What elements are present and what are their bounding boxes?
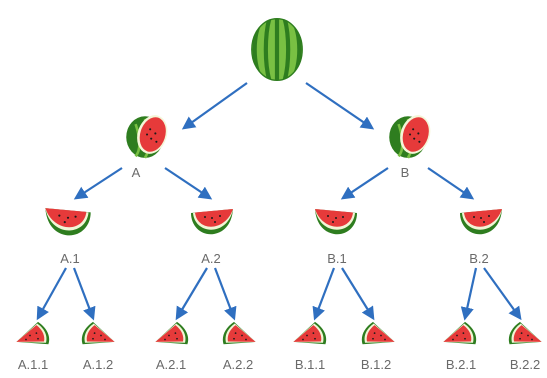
arrow-B.1-to-B.1.2	[341, 267, 375, 321]
arrow-B-to-B.2	[427, 167, 475, 200]
arrow-B.2-to-B.2.2	[483, 267, 522, 321]
node-label-B.1.1: B.1.1	[294, 357, 326, 372]
node-label-B.2.1: B.2.1	[445, 357, 477, 372]
arrow-A-to-A.2	[164, 167, 213, 200]
watermelon-wedge-icon-A.1	[41, 201, 95, 246]
node-label-B.1: B.1	[327, 251, 347, 266]
node-label-A.2.1: A.2.1	[155, 357, 187, 372]
arrow-B.1-to-B.1.1	[312, 267, 336, 321]
half-watermelon-icon-A	[120, 106, 172, 169]
arrow-root-to-A	[181, 82, 248, 130]
watermelon-slice-icon-A.1.2	[77, 319, 117, 354]
node-label-A.2: A.2	[201, 251, 221, 266]
half-watermelon-icon-B	[383, 106, 435, 169]
watermelon-wedge-icon-A.2	[187, 202, 237, 245]
watermelon-slice-icon-B.2.2	[504, 319, 544, 354]
node-label-B.1.2: B.1.2	[360, 357, 392, 372]
watermelon-slice-icon-B.2.1	[441, 319, 481, 354]
watermelon-wedge-icon-B.2	[456, 202, 506, 245]
arrow-root-to-B	[305, 82, 375, 130]
arrow-A.2-to-A.2.1	[175, 267, 208, 321]
watermelon-slice-icon-B.1.2	[357, 319, 397, 354]
watermelon-wedge-icon-B.1	[311, 202, 361, 245]
arrow-B-to-B.1	[340, 167, 389, 200]
whole-watermelon-icon	[242, 11, 312, 94]
node-label-A: A	[131, 165, 141, 180]
node-label-A.1: A.1	[60, 251, 80, 266]
node-label-B: B	[400, 165, 410, 180]
arrow-B.2-to-B.2.1	[460, 267, 478, 321]
arrow-A.1-to-A.1.1	[36, 267, 67, 321]
watermelon-slice-icon-B.1.1	[291, 319, 331, 354]
node-label-B.2: B.2	[469, 251, 489, 266]
node-label-A.2.2: A.2.2	[222, 357, 254, 372]
node-label-A.1.1: A.1.1	[17, 357, 49, 372]
arrow-A-to-A.1	[73, 167, 123, 200]
arrow-A.2-to-A.2.2	[213, 267, 237, 321]
watermelon-slice-icon-A.2.1	[153, 319, 193, 354]
watermelon-slice-icon-A.1.1	[14, 319, 54, 354]
node-label-B.2.2: B.2.2	[509, 357, 541, 372]
arrow-A.1-to-A.1.2	[72, 267, 96, 321]
watermelon-slice-icon-A.2.2	[218, 319, 258, 354]
node-label-A.1.2: A.1.2	[82, 357, 114, 372]
